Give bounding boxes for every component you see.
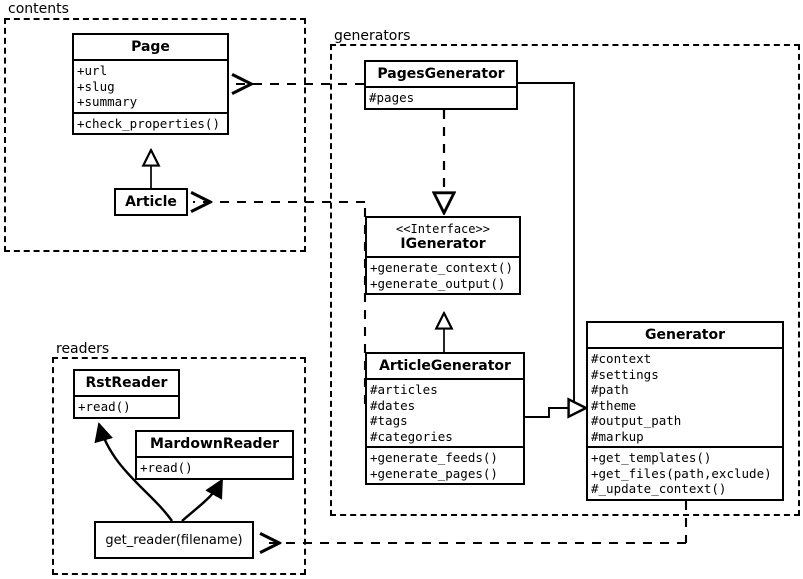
class-name-rstreader: RstReader xyxy=(75,371,178,397)
class-methods-page: +check_properties() xyxy=(74,111,227,134)
class-name-page: Page xyxy=(74,35,227,61)
class-methods-igenerator: +generate_context() +generate_output() xyxy=(367,258,519,293)
class-methods-rstreader: +read() xyxy=(75,397,178,417)
attribute: +url xyxy=(77,63,108,78)
attribute: #tags xyxy=(370,413,408,428)
class-attributes-generator: #context #settings #path #theme #output_… xyxy=(588,349,782,446)
attribute: +summary xyxy=(77,94,138,109)
method: +generate_feeds() xyxy=(370,450,498,465)
class-methods-articlegenerator: +generate_feeds() +generate_pages() xyxy=(367,446,523,483)
class-name-text-igenerator: IGenerator xyxy=(400,236,486,252)
class-box-article[interactable]: Article xyxy=(114,188,188,216)
class-attributes-articlegenerator: #articles #dates #tags #categories xyxy=(367,380,523,446)
package-label-readers: readers xyxy=(54,341,112,357)
attribute: #settings xyxy=(591,366,659,382)
class-box-pagesgenerator[interactable]: PagesGenerator #pages xyxy=(364,60,518,110)
class-name-mardownreader: MardownReader xyxy=(137,432,292,458)
class-methods-generator: +get_templates() +get_files(path,exclude… xyxy=(588,446,782,499)
class-name-articlegenerator: ArticleGenerator xyxy=(367,354,523,380)
method: +generate_output() xyxy=(370,275,506,291)
package-label-contents: contents xyxy=(6,1,71,17)
attribute: #path xyxy=(591,382,629,397)
package-label-generators: generators xyxy=(332,28,413,44)
method: +read() xyxy=(140,460,193,475)
package-generators-frame xyxy=(330,44,800,516)
attribute: #categories xyxy=(370,428,453,444)
class-box-page[interactable]: Page +url +slug +summary +check_properti… xyxy=(72,33,229,135)
function-box-get-reader[interactable]: get_reader(filename) xyxy=(94,521,254,559)
class-name-article: Article xyxy=(125,194,177,210)
class-box-mardownreader[interactable]: MardownReader +read() xyxy=(135,430,294,480)
attribute: #dates xyxy=(370,397,416,413)
class-name-pagesgenerator: PagesGenerator xyxy=(366,62,516,88)
attribute: #theme xyxy=(591,397,637,413)
class-stereotype-igenerator: <<Interface>> xyxy=(396,222,490,236)
method: +get_files(path,exclude) xyxy=(591,465,772,481)
class-attributes-page: +url +slug +summary xyxy=(74,61,227,112)
attribute: #pages xyxy=(369,90,415,105)
class-box-articlegenerator[interactable]: ArticleGenerator #articles #dates #tags … xyxy=(365,352,525,485)
class-name-igenerator: <<Interface>> IGenerator xyxy=(367,218,519,258)
package-contents-frame xyxy=(4,18,306,252)
class-box-rstreader[interactable]: RstReader +read() xyxy=(73,369,180,419)
attribute: #markup xyxy=(591,428,644,444)
class-attributes-pagesgenerator: #pages xyxy=(366,88,516,108)
method: +check_properties() xyxy=(77,115,220,131)
function-label-get-reader: get_reader(filename) xyxy=(105,532,243,548)
class-box-igenerator[interactable]: <<Interface>> IGenerator +generate_conte… xyxy=(365,216,521,295)
attribute: #output_path xyxy=(591,413,682,428)
class-name-generator: Generator xyxy=(588,323,782,349)
method: +generate_pages() xyxy=(370,465,498,481)
attribute: +slug xyxy=(77,78,115,94)
method: +read() xyxy=(78,399,131,414)
method: +get_templates() xyxy=(591,450,712,465)
method: +generate_context() xyxy=(370,260,513,275)
class-box-generator[interactable]: Generator #context #settings #path #them… xyxy=(586,321,784,501)
method: #_update_context() xyxy=(591,481,727,496)
class-methods-mardownreader: +read() xyxy=(137,458,292,478)
attribute: #context xyxy=(591,351,652,366)
attribute: #articles xyxy=(370,382,438,397)
package-readers-frame xyxy=(52,357,306,575)
